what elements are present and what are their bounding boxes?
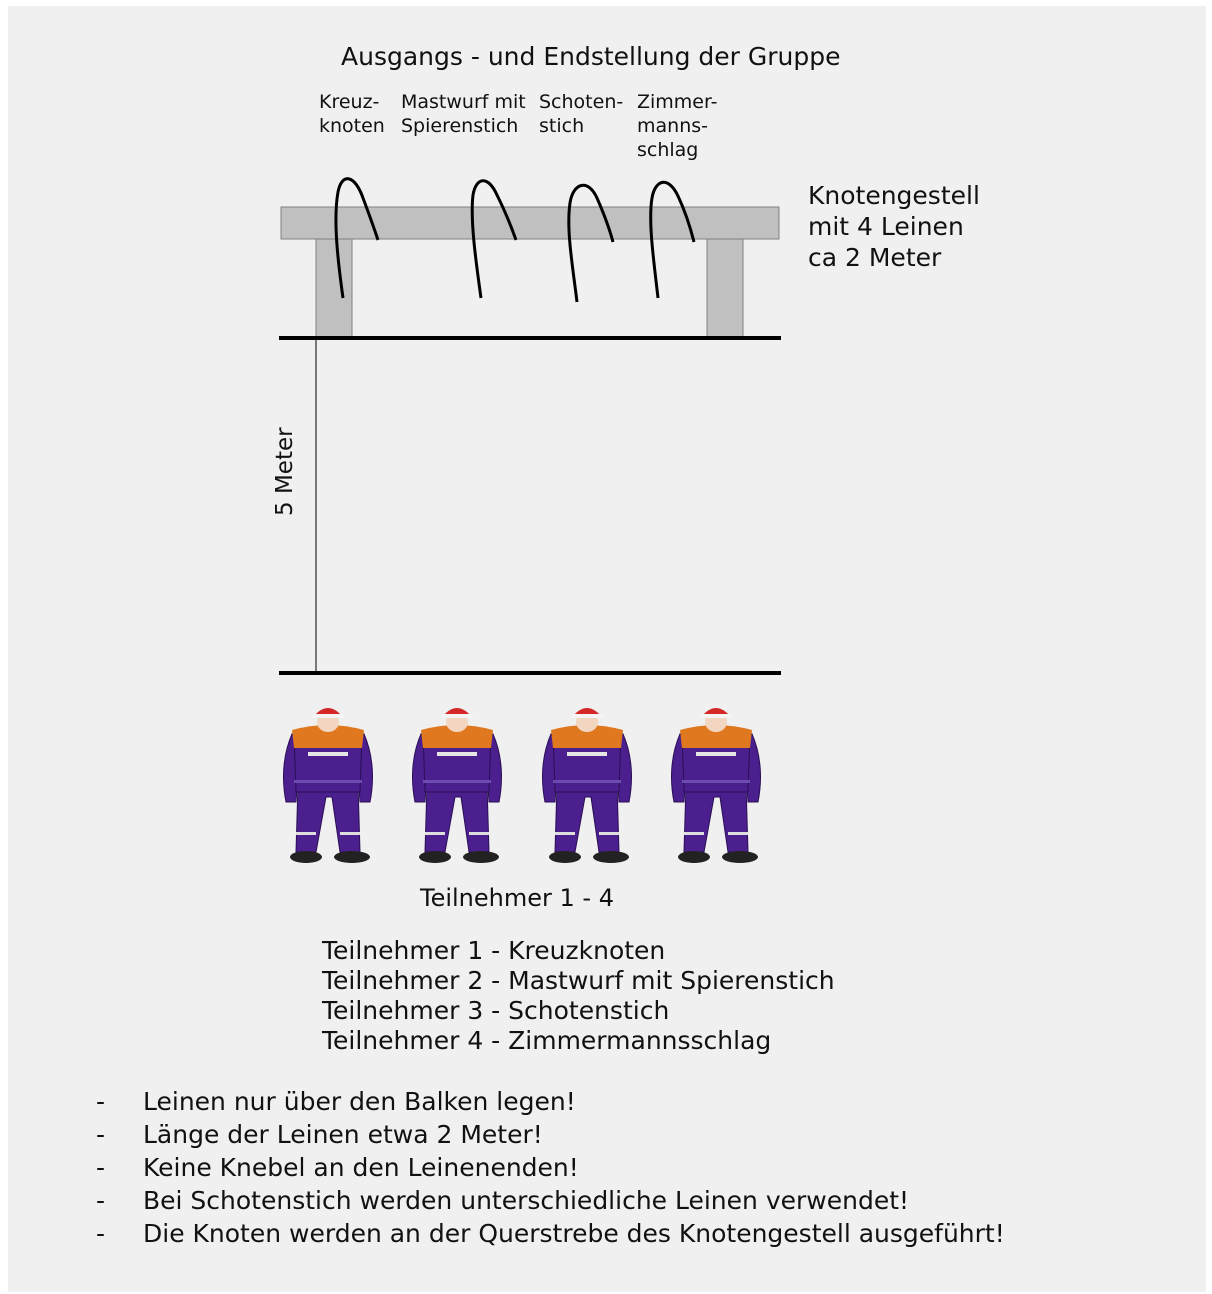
- rule-item: - Keine Knebel an den Leinenenden!: [96, 1151, 1005, 1184]
- bullet-dash: -: [96, 1087, 106, 1116]
- rule-item: - Leinen nur über den Balken legen!: [96, 1085, 1005, 1118]
- crossbar: [280, 206, 780, 240]
- assignment-item: Teilnehmer 4 - Zimmermannsschlag: [322, 1026, 772, 1055]
- rule-text: Die Knoten werden an der Querstrebe des …: [143, 1219, 1005, 1248]
- rope-4: [649, 180, 696, 299]
- frame-leg-right: [706, 238, 744, 339]
- knot-label-mastwurf: Mastwurf mit Spierenstich: [401, 91, 526, 137]
- frame-label: Knotengestell mit 4 Leinen ca 2 Meter: [808, 181, 980, 272]
- rope-1: [334, 177, 380, 299]
- rope-3: [567, 184, 615, 303]
- participant-figure-1: [283, 708, 373, 863]
- rules-list: - Leinen nur über den Balken legen! - Läng…: [96, 1085, 1005, 1250]
- knot-label-kreuzknoten: Kreuz- knoten: [319, 91, 385, 137]
- assignment-list: Teilnehmer 1 - Kreuzknoten Teilnehmer 2 …: [322, 936, 835, 1056]
- assignment-item: Teilnehmer 2 - Mastwurf mit Spierenstich: [322, 966, 835, 995]
- bullet-dash: -: [96, 1153, 106, 1182]
- assignment-item: Teilnehmer 1 - Kreuzknoten: [322, 936, 666, 965]
- rule-text: Länge der Leinen etwa 2 Meter!: [143, 1120, 543, 1149]
- knot-label-zimmermannsschlag: Zimmer- manns- schlag: [637, 91, 718, 161]
- bullet-dash: -: [96, 1120, 106, 1149]
- rule-text: Bei Schotenstich werden unterschiedliche…: [143, 1186, 910, 1215]
- participant-figures: [283, 708, 761, 863]
- rule-text: Leinen nur über den Balken legen!: [143, 1087, 576, 1116]
- diagram-title: Ausgangs - und Endstellung der Gruppe: [341, 42, 841, 71]
- rule-item: - Die Knoten werden an der Querstrebe des…: [96, 1217, 1005, 1250]
- rope-2: [470, 179, 518, 299]
- participants-label: Teilnehmer 1 - 4: [420, 884, 614, 912]
- bullet-dash: -: [96, 1186, 106, 1215]
- frame-leg-left: [315, 238, 353, 339]
- rule-text: Keine Knebel an den Leinenenden!: [143, 1153, 579, 1182]
- participant-figure-3: [542, 708, 632, 863]
- knot-label-schotenstich: Schoten- stich: [539, 91, 624, 137]
- participant-figure-4: [671, 708, 761, 863]
- bullet-dash: -: [96, 1219, 106, 1248]
- participant-figure-2: [412, 708, 502, 863]
- distance-label: 5 Meter: [272, 427, 298, 516]
- rule-item: - Länge der Leinen etwa 2 Meter!: [96, 1118, 1005, 1151]
- rule-item: - Bei Schotenstich werden unterschiedlich…: [96, 1184, 1005, 1217]
- assignment-item: Teilnehmer 3 - Schotenstich: [322, 996, 670, 1025]
